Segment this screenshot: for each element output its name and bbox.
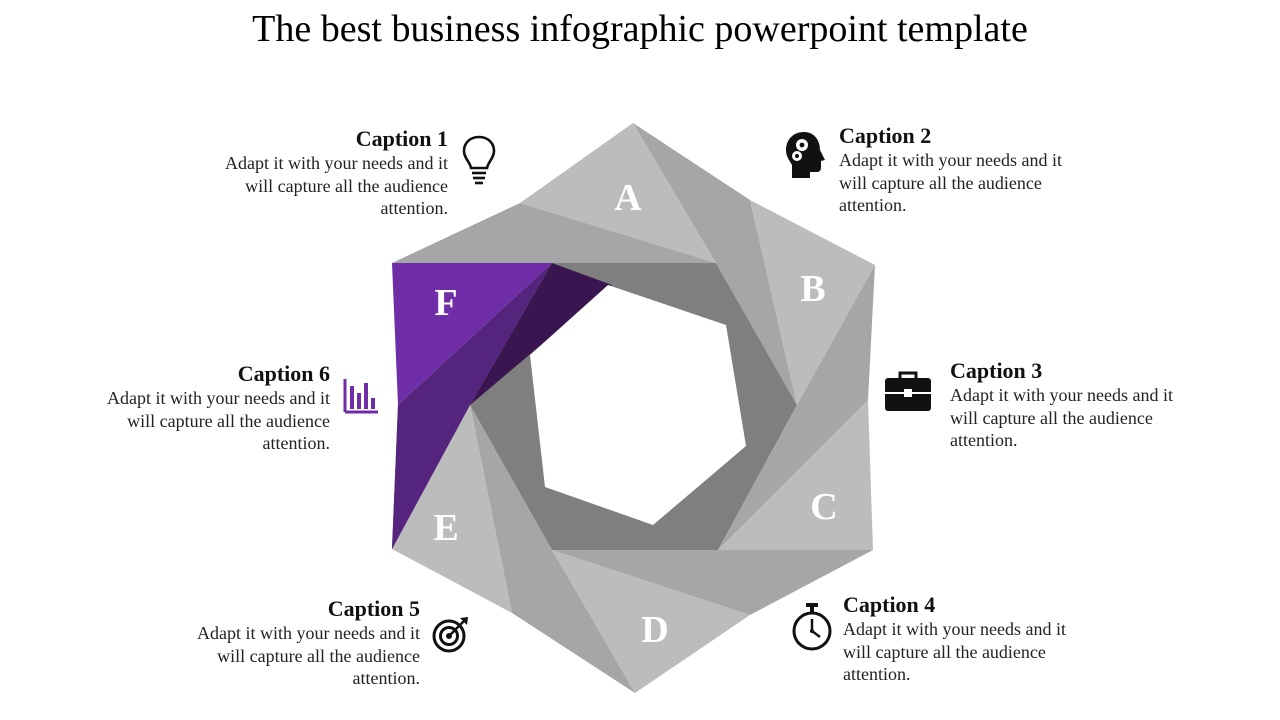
caption-2-text: Adapt it with your needs and it will cap… [839, 150, 1062, 215]
caption-3-title: Caption 3 [950, 358, 1043, 383]
segment-a-label: A [614, 177, 642, 219]
caption-4-title: Caption 4 [843, 592, 936, 617]
caption-4-text: Adapt it with your needs and it will cap… [843, 619, 1066, 684]
segment-e-label: E [433, 507, 458, 549]
segment-c-label: C [810, 486, 837, 528]
caption-6: Caption 6 Adapt it with your needs and i… [80, 361, 330, 455]
caption-2: Caption 2 Adapt it with your needs and i… [839, 123, 1089, 217]
caption-3-text: Adapt it with your needs and it will cap… [950, 385, 1173, 450]
segment-b-side [718, 265, 875, 550]
target-icon [432, 617, 468, 653]
caption-1-text: Adapt it with your needs and it will cap… [225, 153, 448, 218]
segment-e-face [392, 405, 512, 613]
caption-6-text: Adapt it with your needs and it will cap… [107, 388, 330, 453]
segment-a-face [520, 123, 716, 263]
segment-b-label: B [800, 268, 825, 310]
segment-d-side [470, 405, 635, 693]
segment-a-side [633, 123, 797, 405]
caption-2-title: Caption 2 [839, 123, 932, 148]
segment-f-shadow [470, 263, 612, 405]
segment-c-side [552, 550, 873, 615]
caption-4: Caption 4 Adapt it with your needs and i… [843, 592, 1093, 686]
segment-b-face [750, 200, 875, 405]
stopwatch-icon [792, 603, 832, 651]
page-title: The best business infographic powerpoint… [252, 8, 1028, 50]
caption-5-title: Caption 5 [327, 596, 420, 621]
segment-f-top [392, 203, 716, 263]
briefcase-icon [885, 371, 931, 411]
head-gears-icon [786, 132, 825, 178]
caption-3: Caption 3 Adapt it with your needs and i… [950, 358, 1200, 452]
segment-f-label: F [434, 282, 457, 324]
lightbulb-icon [462, 135, 496, 185]
segment-d-label: D [641, 609, 668, 651]
caption-5-text: Adapt it with your needs and it will cap… [197, 623, 420, 688]
segment-f-face[interactable] [392, 263, 552, 405]
center-hole [530, 285, 746, 525]
bar-chart-icon [343, 379, 378, 414]
caption-5: Caption 5 Adapt it with your needs and i… [170, 596, 420, 690]
segment-d-face [552, 550, 750, 693]
caption-6-title: Caption 6 [237, 361, 330, 386]
segment-c-face [718, 400, 873, 550]
caption-1: Caption 1 Adapt it with your needs and i… [198, 126, 448, 220]
segment-f-side [392, 263, 552, 549]
caption-1-title: Caption 1 [355, 126, 448, 151]
